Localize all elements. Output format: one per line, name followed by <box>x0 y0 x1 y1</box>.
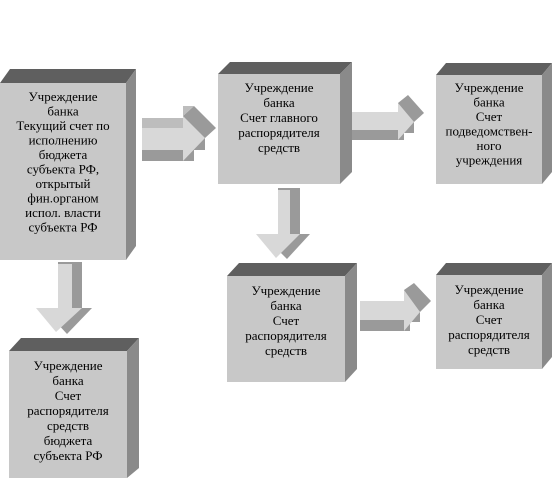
box-text-line: Учреждение <box>454 282 523 297</box>
box-text-line: Счет <box>476 109 503 124</box>
box-text-line: банка <box>473 95 504 110</box>
box-text-line: фин.органом <box>27 191 98 206</box>
box-text-line: банка <box>263 95 294 110</box>
box-text-line: распорядителя <box>27 403 108 418</box>
box-text-line: Счет <box>55 388 82 403</box>
box-text-line: подведомствен- <box>445 124 532 139</box>
box-text-line: Учреждение <box>454 80 523 95</box>
box-text-line: Текущий счет по <box>16 118 109 133</box>
box-text-line: банка <box>473 297 504 312</box>
box-text-line: учреждения <box>456 153 523 168</box>
box-text-line: Счет <box>273 313 300 328</box>
box-text-line: открытый <box>36 176 91 191</box>
box-text-line: субъекта РФ <box>29 220 98 235</box>
box-text-line: средств <box>258 140 300 155</box>
box-text-line: исполнению <box>29 133 98 148</box>
box-text-line: банка <box>52 373 83 388</box>
box-text-line: Учреждение <box>28 89 97 104</box>
box-text-line: Учреждение <box>251 283 320 298</box>
box-text-line: средств <box>468 342 510 357</box>
box-text-line: банка <box>47 104 78 119</box>
box-text-line: Счет <box>476 312 503 327</box>
arrow-right-icon <box>360 283 431 331</box>
box-text-line: субъекта РФ <box>34 448 103 463</box>
arrow-down-icon <box>256 188 310 259</box>
box-text-line: средств <box>265 343 307 358</box>
box-text-line: Учреждение <box>244 80 313 95</box>
box-text-line: бюджета <box>39 147 88 162</box>
box-text-line: бюджета <box>44 433 93 448</box>
box-text-line: Счет главного <box>240 110 318 125</box>
arrow-right-icon <box>142 106 216 161</box>
box-text-line: испол. власти <box>25 205 101 220</box>
box-text-line: Учреждение <box>33 358 102 373</box>
box-text-line: субъекта РФ, <box>27 162 99 177</box>
box-text-line: распорядителя <box>245 328 326 343</box>
box-text-line: банка <box>270 298 301 313</box>
box-text-line: ного <box>477 138 502 153</box>
arrow-right-icon <box>352 95 424 140</box>
box-text-line: распорядителя <box>238 125 319 140</box>
box-text-line: средств <box>47 418 89 433</box>
box-text-line: распорядителя <box>448 327 529 342</box>
arrow-down-icon <box>36 262 92 334</box>
